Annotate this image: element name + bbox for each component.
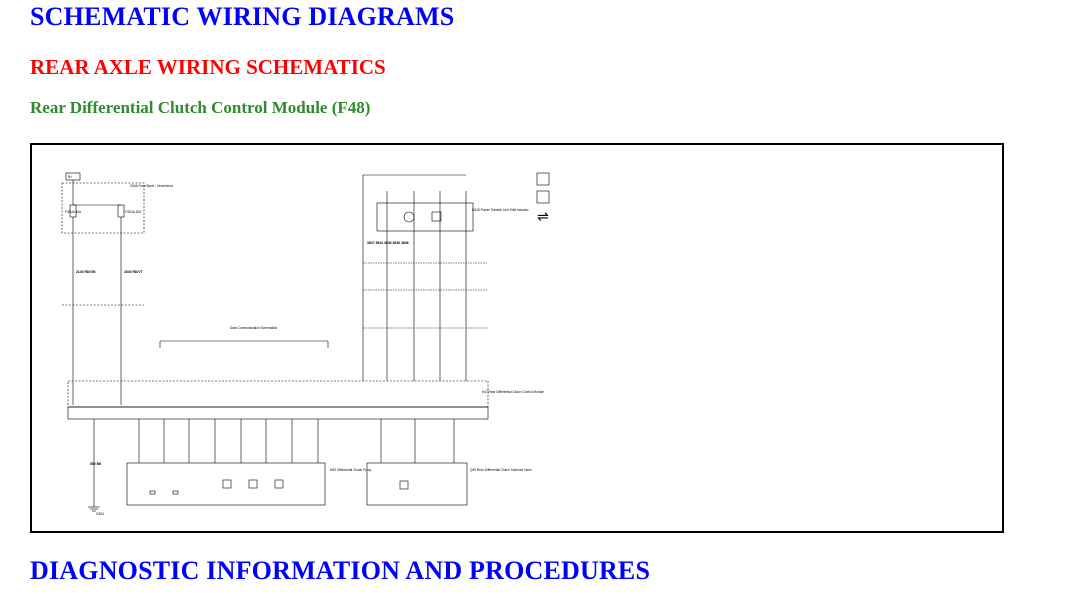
pump-resistor-2	[172, 490, 179, 495]
pump-switch-3	[274, 479, 284, 489]
shift-switch-icon	[431, 211, 442, 222]
power-wire-2-label: 4040 RD/VT	[124, 270, 144, 274]
diagram-title: Rear Differential Clutch Control Module …	[30, 98, 371, 117]
shift-wires-label: 3847 3844 3845 3846 3848	[367, 241, 409, 245]
fuse-block	[61, 182, 145, 234]
battery-label: B+	[68, 175, 73, 179]
actuator-label: M115 Power Transfer Unit Shift Actuator	[472, 208, 530, 212]
pump-label: M32 Differential Clutch Pump	[330, 468, 372, 472]
legend-icon-3: ⇌	[537, 208, 549, 224]
wiring-lines	[61, 172, 489, 512]
module-body	[67, 406, 489, 420]
pump-switch-2	[248, 479, 258, 489]
section-title: SCHEMATIC WIRING DIAGRAMS	[30, 2, 455, 31]
ground-wire-label: 550 BK	[90, 462, 102, 466]
fuse-f32ua-label: F32UA 10A	[125, 210, 142, 214]
subsection-title: REAR AXLE WIRING SCHEMATICS	[30, 55, 386, 79]
fuse-block-label: X50A Fuse Block - Underhood	[130, 184, 173, 188]
legend-icon-1	[536, 172, 550, 186]
module-label: K47 Rear Differential Clutch Control Mod…	[482, 390, 544, 394]
valve-coil	[399, 480, 409, 490]
wiring-diagram: B+ X50A Fuse Block - Underhood F40UA 40A…	[30, 143, 1004, 533]
fuse-f32ua	[117, 204, 125, 218]
pump-resistor-1	[149, 490, 156, 495]
next-section-title: DIAGNOSTIC INFORMATION AND PROCEDURES	[30, 556, 651, 585]
ground-label: G304	[96, 512, 104, 516]
shift-motor-icon	[403, 211, 415, 223]
module-box	[67, 380, 489, 408]
valve-label: Q49 Rear Differential Clutch Solenoid Va…	[470, 468, 532, 472]
fuse-f40ua-label: F40UA 40A	[65, 210, 82, 214]
diagram-text: B+ X50A Fuse Block - Underhood F40UA 40A…	[65, 175, 544, 516]
valve-box	[366, 462, 468, 506]
pump-box	[126, 462, 326, 506]
legend-icons: ⇌	[536, 172, 550, 224]
legend-icon-2	[536, 190, 550, 204]
power-wire-1-label: 2140 RD/GN	[76, 270, 96, 274]
shift-actuator-box	[376, 202, 474, 232]
wiring-schematic-svg: B+ X50A Fuse Block - Underhood F40UA 40A…	[61, 172, 550, 516]
pump-switch-1	[222, 479, 232, 489]
data-comm-label: Data Communication Schematics	[230, 326, 278, 330]
